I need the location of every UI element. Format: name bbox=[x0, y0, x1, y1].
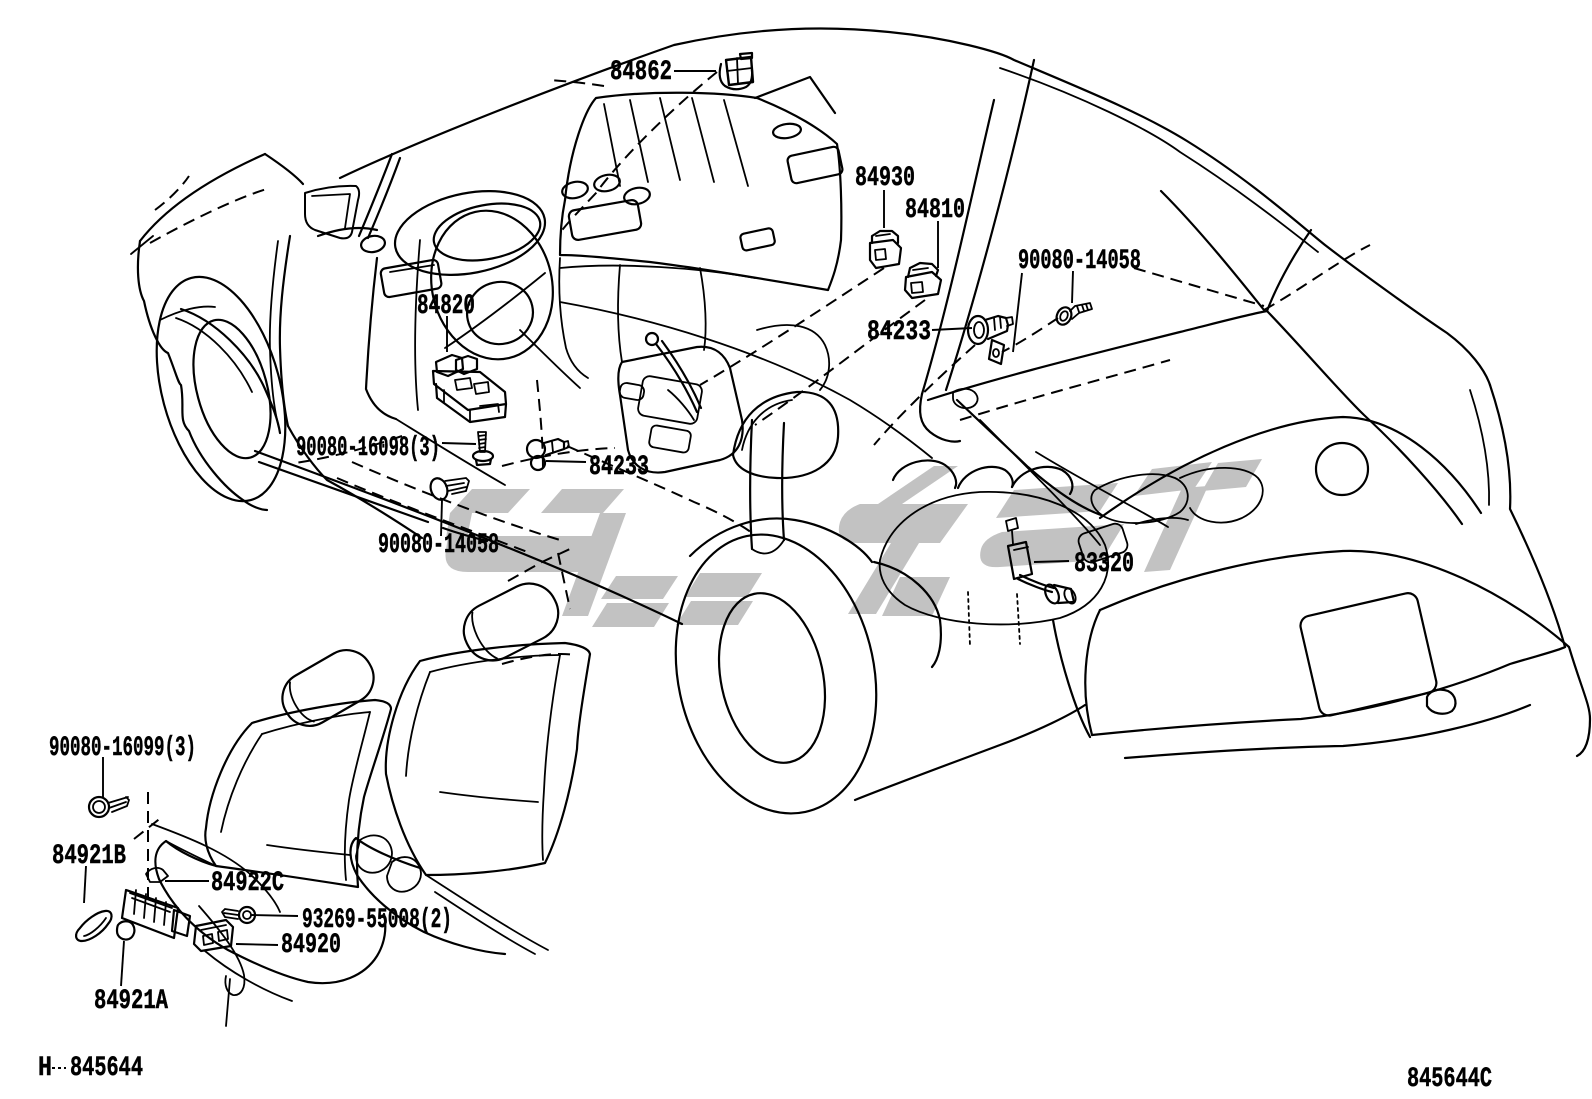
svg-text:845644: 845644 bbox=[70, 1053, 143, 1084]
svg-text:90080-14058: 90080-14058 bbox=[378, 530, 499, 561]
svg-text:845644C: 845644C bbox=[1407, 1064, 1492, 1095]
svg-text:84233: 84233 bbox=[867, 317, 931, 348]
svg-text:90080-16098(3): 90080-16098(3) bbox=[296, 433, 440, 464]
svg-text:84922C: 84922C bbox=[211, 868, 284, 899]
svg-text:84920: 84920 bbox=[281, 930, 341, 961]
svg-text:H: H bbox=[38, 1053, 52, 1084]
svg-text:90080-16099(3): 90080-16099(3) bbox=[49, 733, 196, 764]
svg-text:84820: 84820 bbox=[417, 291, 475, 322]
svg-text:84921B: 84921B bbox=[52, 841, 126, 872]
svg-text:84810: 84810 bbox=[905, 195, 965, 226]
svg-text:84233: 84233 bbox=[589, 452, 649, 483]
svg-text:83320: 83320 bbox=[1074, 549, 1134, 580]
svg-text:84862: 84862 bbox=[610, 57, 672, 88]
svg-text:84930: 84930 bbox=[855, 163, 915, 194]
svg-text:84921A: 84921A bbox=[94, 986, 168, 1017]
svg-text:90080-14058: 90080-14058 bbox=[1018, 246, 1141, 277]
svg-text:93269-55008(2): 93269-55008(2) bbox=[302, 905, 452, 936]
